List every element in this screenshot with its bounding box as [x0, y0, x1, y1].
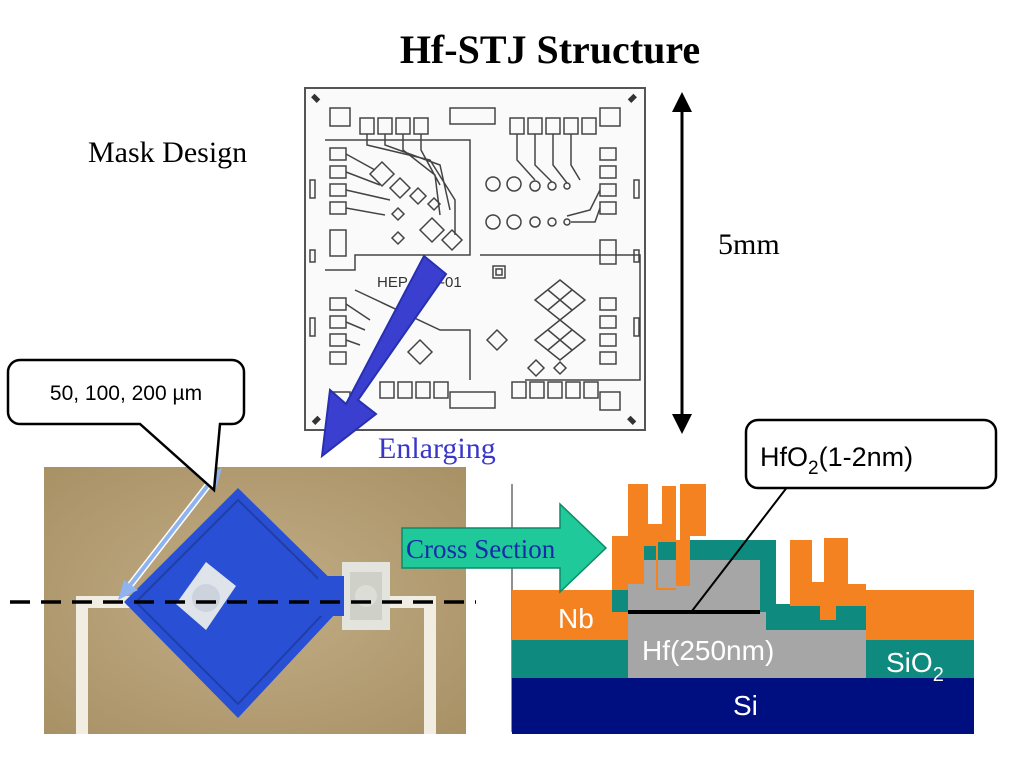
- mask-design-label: Mask Design: [88, 136, 248, 169]
- mask-chip-label: HEP: [377, 274, 408, 291]
- size-callout-text: 50, 100, 200 µm: [50, 382, 202, 405]
- size-callout: [6, 358, 246, 493]
- oxide-callout-text: HfO2(1-2nm): [760, 442, 913, 479]
- nb-label: Nb: [558, 603, 594, 634]
- sio2-label: SiO2: [886, 647, 944, 686]
- cross-section-label: Cross Section: [406, 534, 556, 564]
- mask-chip-label-suffix: -01: [440, 274, 462, 291]
- hf-layer: [628, 612, 766, 678]
- cross-section-arrow: [401, 502, 608, 594]
- page-title: Hf-STJ Structure: [399, 27, 701, 72]
- dimension-arrowhead-bottom: [672, 414, 692, 434]
- dimension-label: 5mm: [718, 228, 780, 261]
- si-layer: [512, 678, 974, 734]
- dimension-arrowhead-top: [672, 92, 692, 112]
- oxide-callout: [744, 418, 998, 490]
- enlarging-arrow: [320, 254, 448, 459]
- enlarging-label: Enlarging: [378, 432, 496, 465]
- mask-design-chip: HEP -01: [304, 87, 646, 431]
- si-label: Si: [733, 690, 758, 721]
- hf-label: Hf(250nm): [642, 635, 774, 666]
- cross-section-diagram: Nb Hf(250nm) SiO2 Si: [511, 484, 974, 734]
